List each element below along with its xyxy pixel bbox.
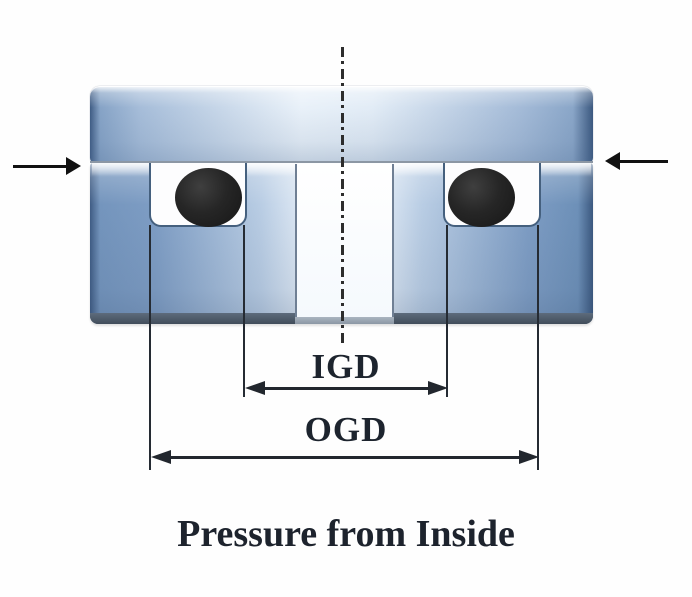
centerline-icon (341, 47, 344, 347)
ogd-arrowhead-left-icon (151, 450, 171, 464)
ogd-dimension-line (166, 456, 526, 459)
igd-dimension-line (258, 387, 434, 390)
igd-arrowhead-right-icon (428, 381, 448, 395)
ogd-extension-line-left (149, 225, 151, 470)
igd-arrowhead-left-icon (245, 381, 265, 395)
diagram-caption: Pressure from Inside (177, 513, 515, 555)
pressure-arrow-right-head-icon (605, 152, 620, 170)
center-bore (295, 164, 394, 317)
ogd-dimension-label: OGD (304, 410, 388, 449)
pressure-arrow-left-head-icon (66, 157, 81, 175)
ogd-arrowhead-right-icon (519, 450, 539, 464)
pressure-arrow-right (620, 160, 668, 163)
center-bore-bottom-edge (295, 317, 394, 324)
oring-left (175, 168, 242, 227)
igd-dimension-label: IGD (311, 347, 381, 386)
igd-extension-line-right (446, 225, 448, 397)
ogd-extension-line-right (537, 225, 539, 470)
pressure-arrow-left (13, 165, 66, 168)
igd-extension-line-left (243, 225, 245, 397)
oring-right (448, 168, 515, 227)
